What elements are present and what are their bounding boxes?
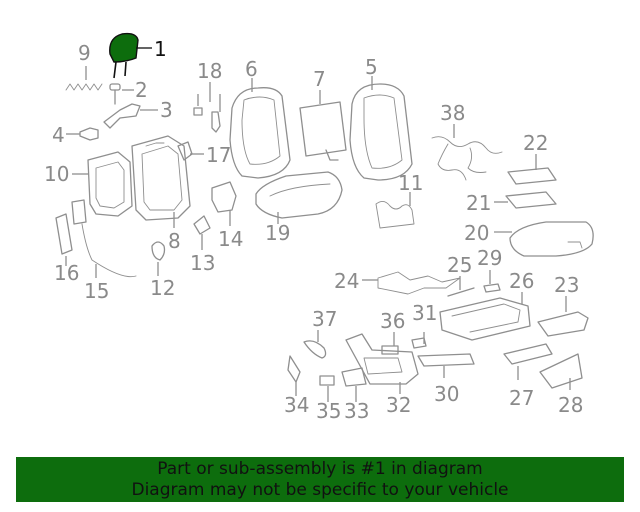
callout-1[interactable]: 1 [154,37,167,61]
callout-33[interactable]: 33 [344,399,369,423]
part-9-spring[interactable] [65,83,103,91]
callout-3[interactable]: 3 [160,98,173,122]
callout-4[interactable]: 4 [52,123,65,147]
callout-7[interactable]: 7 [313,67,326,91]
part-16-handle[interactable] [55,213,73,255]
callout-11[interactable]: 11 [398,171,423,195]
callout-18[interactable]: 18 [197,59,222,83]
part-29-clip[interactable] [483,283,501,293]
part-33-switch[interactable] [341,367,367,387]
part-21-mat[interactable] [505,191,557,209]
callout-30[interactable]: 30 [434,382,459,406]
callout-15[interactable]: 15 [84,279,109,303]
part-11-sensor[interactable] [375,201,415,229]
callout-13[interactable]: 13 [190,251,215,275]
part-18-clips[interactable] [193,107,221,133]
callout-24[interactable]: 24 [334,269,359,293]
callout-23[interactable]: 23 [554,273,579,297]
part-32-side-shield[interactable] [345,333,419,385]
callout-20[interactable]: 20 [464,221,489,245]
part-15-cable[interactable] [71,199,137,278]
callout-21[interactable]: 21 [466,191,491,215]
callout-6[interactable]: 6 [245,57,258,81]
callout-25[interactable]: 25 [447,253,472,277]
callout-labels: 1 2 3 4 5 6 7 8 9 10 11 12 13 14 15 16 1… [44,37,583,423]
callout-34[interactable]: 34 [284,393,309,417]
callout-36[interactable]: 36 [380,309,405,333]
part-37-trim[interactable] [303,340,327,359]
callout-29[interactable]: 29 [477,246,502,270]
callout-27[interactable]: 27 [509,386,534,410]
callout-10[interactable]: 10 [44,162,69,186]
callout-5[interactable]: 5 [365,55,378,79]
callout-14[interactable]: 14 [218,227,243,251]
part-34-trim[interactable] [287,355,301,383]
callout-8[interactable]: 8 [168,229,181,253]
callout-19[interactable]: 19 [265,221,290,245]
callout-9[interactable]: 9 [78,41,91,65]
callout-26[interactable]: 26 [509,269,534,293]
callout-12[interactable]: 12 [150,276,175,300]
callout-31[interactable]: 31 [412,301,437,325]
banner-line-1: Part or sub-assembly is #1 in diagram [157,459,483,479]
part-12-cable-end[interactable] [151,241,166,261]
part-14-bracket[interactable] [211,181,237,213]
part-13-clip[interactable] [193,215,211,235]
part-5-seatback-cover[interactable] [349,83,413,181]
callout-22[interactable]: 22 [523,131,548,155]
part-7-pad[interactable] [299,101,347,161]
part-26-seat-adjuster[interactable] [439,297,531,341]
part-22-mat[interactable] [507,167,557,185]
callout-2[interactable]: 2 [135,78,148,102]
info-banner: Part or sub-assembly is #1 in diagram Di… [16,457,624,502]
callout-35[interactable]: 35 [316,399,341,423]
part-20-seat-cover[interactable] [509,221,594,257]
part-38-wire-harness[interactable] [431,136,503,181]
part-31-clip[interactable] [411,337,427,349]
part-19-seat-cushion[interactable] [255,171,343,219]
part-30-cover[interactable] [417,353,475,367]
callout-17[interactable]: 17 [206,143,231,167]
part-23-side-shield[interactable] [537,311,589,337]
banner-line-2: Diagram may not be specific to your vehi… [131,480,509,500]
leader-lines [65,47,571,402]
part-2-pin[interactable] [109,83,121,105]
part-25-rod[interactable] [447,287,475,297]
part-27-bracket[interactable] [503,343,553,365]
part-10-back-panel[interactable] [87,151,133,217]
part-35-button[interactable] [319,375,335,386]
part-1-headrest[interactable] [109,32,139,79]
part-4-knob[interactable] [79,127,99,141]
callout-37[interactable]: 37 [312,307,337,331]
callout-32[interactable]: 32 [386,393,411,417]
part-6-seatback-cushion[interactable] [229,87,291,179]
callout-38[interactable]: 38 [440,101,465,125]
callout-16[interactable]: 16 [54,261,79,285]
parts-diagram: 1 2 3 4 5 6 7 8 9 10 11 12 13 14 15 16 1… [44,32,594,423]
part-28-side-panel[interactable] [539,353,583,389]
callout-28[interactable]: 28 [558,393,583,417]
part-3-guide[interactable] [103,103,141,129]
part-8-seatback-frame[interactable] [131,135,191,221]
